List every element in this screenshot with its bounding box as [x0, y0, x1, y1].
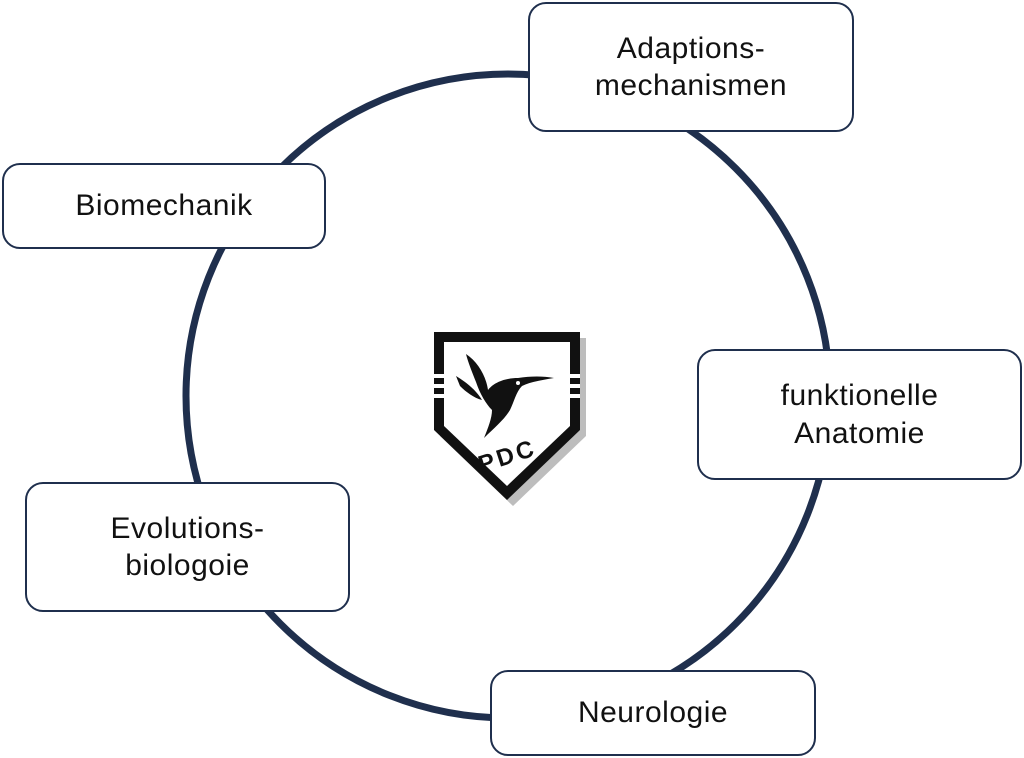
node-label-line: funktionelle [780, 379, 939, 412]
node-evolutionsbiologie: Evolutions- biologoie [25, 482, 350, 612]
node-funktionelle-anatomie: funktionelle Anatomie [697, 349, 1022, 480]
node-label-line: Evolutions- [110, 511, 265, 545]
hummingbird-shield-icon [434, 332, 586, 506]
node-neurologie: Neurologie [490, 670, 816, 756]
node-label-line: Neurologie [577, 696, 729, 730]
logo-text: PDC [475, 435, 540, 479]
node-biomechanik: Biomechanik [2, 163, 326, 249]
node-label-line: mechanismen [594, 69, 788, 102]
node-label-line: Anatomie [794, 416, 925, 450]
node-adaptionsmechanismen: Adaptions- mechanismen [528, 2, 854, 132]
node-label-line: biologoie [125, 549, 250, 582]
node-label-line: Biomechanik [75, 189, 253, 223]
node-label-line: Adaptions- [616, 31, 766, 65]
pdc-logo: PDC [426, 328, 590, 510]
